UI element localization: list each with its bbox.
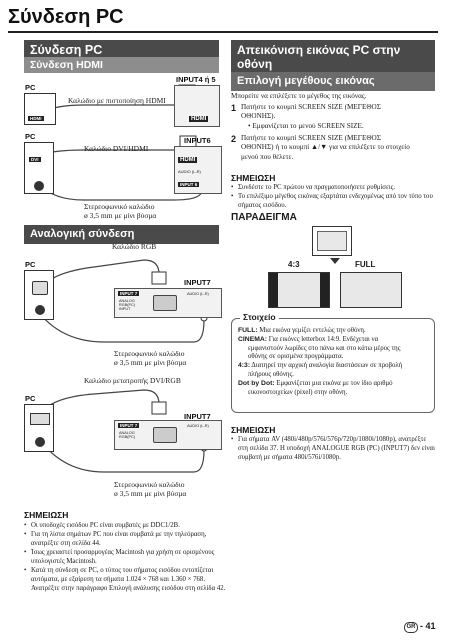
picture-size-intro: Μπορείτε να επιλέξετε το μέγεθος της εικ…	[231, 92, 367, 100]
right-note-1-item: Συνδέστε το PC πρώτου να πραγματοποιήσετ…	[231, 184, 436, 193]
left-note: ΣΗΜΕΙΩΣΗ Οι υποδοχές εισόδου PC είναι συ…	[24, 510, 229, 594]
rgb-cable-label: Καλώδιο RGB	[112, 242, 157, 251]
dvi-pc-port: DVI	[29, 157, 41, 162]
dvi-tv-audio-port: AUDIO (L-R)	[178, 169, 201, 174]
right-section-header: Απεικόνιση εικόνας PC στην οθόνη	[231, 40, 435, 75]
item-def-full: FULL: Μια εικόνα γεμίζει εντελώς την οθό…	[238, 327, 366, 334]
dvi-tv-logo: HDMI	[178, 157, 198, 163]
dvi-cable-label: Καλώδιο DVI/HDMI	[84, 144, 149, 153]
dvi-tv-panel: HDMI AUDIO (L-R) INPUT 6	[174, 146, 222, 194]
example-full-screen	[340, 272, 402, 308]
right-note-1-title: ΣΗΜΕΙΩΣΗ	[231, 173, 276, 183]
dvi-rgb-tv-audio-port: AUDIO (L-R)	[187, 424, 209, 428]
example-title: ΠΑΡΑΔΕΙΓΜΑ	[231, 212, 297, 223]
hdmi-pc-label: PC	[25, 83, 36, 92]
dvi-tv-input-port: INPUT 6	[178, 182, 200, 187]
picture-size-subheader: Επιλογή μεγέθους εικόνας	[231, 72, 435, 92]
rgb-pc-audio-jack	[35, 305, 45, 315]
step-1: 1 Πατήστε το κουμπί SCREEN SIZE (ΜΕΓΕΘΟΣ…	[231, 103, 381, 130]
dvi-rgb-pc-dvi-port	[30, 413, 50, 425]
dvi-pc-label: PC	[25, 132, 36, 141]
right-note-1-item: Το επιλέξιμο μέγεθος εικόνας εξαρτάται ε…	[231, 193, 436, 211]
example-4-3-screen	[268, 272, 330, 308]
hdmi-tv-panel: HDMI	[174, 85, 220, 127]
dvi-input-label: INPUT6	[184, 136, 211, 145]
dvi-rgb-pc-label: PC	[25, 394, 36, 403]
dvi-rgb-tv-analog-port: ANALOG RGB(PC)	[119, 431, 136, 440]
page-number: - 41	[420, 621, 436, 631]
rgb-tv-panel: INPUT 7 ANALOG RGB(PC) INPUT AUDIO (L-R)	[114, 288, 222, 318]
item-def-dot-by-dot: Dot by Dot: Εμφανίζεται μια εικόνα με το…	[238, 379, 393, 396]
rgb-tv-analog-port: ANALOG RGB(PC) INPUT	[119, 299, 136, 312]
hdmi-diagram: PC HDMI Καλώδιο με πιστοποίηση HDMI INPU…	[24, 75, 224, 127]
dvi-rgb-audio-cable-label: Στερεοφωνικό καλώδιο ø 3,5 mm με μίνι βύ…	[114, 480, 187, 499]
right-note-2-item: Για σήματα AV (480i/480p/576i/576p/720p/…	[231, 436, 436, 463]
left-note-item: Κατά τη σύνδεση σε PC, ο τύπος του σήματ…	[24, 567, 229, 594]
dvi-rgb-tv-panel: INPUT 7 ANALOG RGB(PC) AUDIO (L-R)	[114, 420, 222, 450]
dvi-rgb-pc-audio-jack	[35, 437, 45, 447]
dvi-rgb-pc-device	[24, 404, 54, 452]
dvi-diagram: PC DVI Καλώδιο DVI/HDMI INPUT6 HDMI AUDI…	[24, 130, 229, 220]
dvi-rgb-tv-input-port: INPUT 7	[118, 423, 140, 428]
steps: 1 Πατήστε το κουμπί SCREEN SIZE (ΜΕΓΕΘΟΣ…	[231, 103, 436, 162]
rgb-audio-cable-label: Στερεοφωνικό καλώδιο ø 3,5 mm με μίνι βύ…	[114, 349, 187, 368]
hdmi-pc-port: HDMI	[28, 116, 44, 121]
step-2: 2 Πατήστε το κουμπί SCREEN SIZE (ΜΕΓΕΘΟΣ…	[231, 134, 410, 161]
rgb-diagram: Καλώδιο RGB PC INPUT7 INPUT 7 ANALOG RGB…	[24, 242, 229, 370]
left-note-item: Για τη λίστα σημάτων PC που είναι συμβατ…	[24, 531, 229, 549]
dvi-rgb-diagram: Καλώδιο μετατροπής DVI/RGB PC INPUT7 INP…	[24, 372, 229, 502]
right-note-2: ΣΗΜΕΙΩΣΗ Για σήματα AV (480i/480p/576i/5…	[231, 425, 436, 463]
rgb-pc-label: PC	[25, 260, 36, 269]
rgb-input-label: INPUT7	[184, 278, 211, 287]
page-title: Σύνδεση PC	[8, 6, 124, 28]
dvi-pc-device: DVI	[24, 142, 54, 194]
items-box: Στοιχείο FULL: Μια εικόνα γεμίζει εντελώ…	[231, 312, 435, 413]
item-def-4-3: 4:3: Διατηρεί την αρχική αναλογία διαστά…	[238, 362, 403, 379]
hdmi-pc-device: HDMI	[24, 93, 56, 125]
example-label-full: FULL	[355, 260, 376, 269]
hdmi-subheader: Σύνδεση HDMI	[24, 57, 219, 73]
rgb-pc-device	[24, 270, 54, 320]
rgb-tv-vga-socket	[153, 295, 177, 311]
right-note-1: ΣΗΜΕΙΩΣΗ Συνδέστε το PC πρώτου να πραγμα…	[231, 173, 436, 211]
source-picture-icon	[312, 226, 352, 256]
left-section-header: Σύνδεση PC	[24, 40, 219, 61]
dvi-audio-cable-line1: Στερεοφωνικό καλώδιο	[84, 202, 155, 211]
left-note-item: Ίσως χρειαστεί προσαρμογέας Macintosh γι…	[24, 549, 229, 567]
right-note-2-title: ΣΗΜΕΙΩΣΗ	[231, 425, 276, 435]
title-divider	[8, 31, 438, 33]
dvi-audio-cable-line2: ø 3,5 mm με μίνι βύσμα	[84, 211, 157, 221]
dvi-audio-cable-label: Στερεοφωνικό καλώδιο ø 3,5 mm με μίνι βύ…	[84, 202, 156, 221]
hdmi-input-label: INPUT4 ή 5	[176, 75, 216, 84]
rgb-tv-audio-port: AUDIO (L-R)	[187, 292, 209, 296]
left-note-title: ΣΗΜΕΙΩΣΗ	[24, 510, 69, 520]
example-label-4-3: 4:3	[288, 260, 300, 269]
dvi-rgb-tv-vga-socket	[153, 427, 177, 443]
analog-subheader: Αναλογική σύνδεση	[24, 225, 219, 245]
item-def-cinema: CINEMA: Για εικόνες letterbox 14:9. Ενδέ…	[238, 335, 401, 361]
dvi-rgb-input-label: INPUT7	[184, 412, 211, 421]
arrow-down-icon	[330, 258, 340, 264]
hdmi-tv-logo: HDMI	[189, 116, 209, 122]
rgb-pc-vga-port	[32, 281, 48, 295]
items-box-title: Στοιχείο	[240, 312, 279, 322]
hdmi-cable-label: Καλώδιο με πιστοποίηση HDMI	[68, 96, 166, 105]
left-note-item: Οι υποδοχές εισόδου PC είναι συμβατές με…	[24, 522, 229, 531]
rgb-tv-input-port: INPUT 7	[118, 291, 140, 296]
dvi-rgb-adapter-label: Καλώδιο μετατροπής DVI/RGB	[84, 376, 181, 385]
dvi-pc-audio-jack	[34, 181, 44, 191]
language-badge: GR	[404, 622, 418, 633]
